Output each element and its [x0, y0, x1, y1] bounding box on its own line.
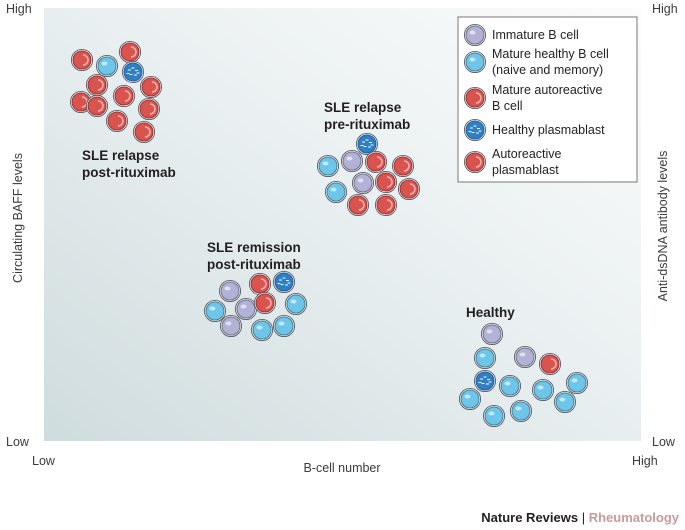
legend-icon-mature-healthy — [463, 50, 487, 74]
cell-immature-sle-remission-post-4 — [234, 297, 258, 321]
cell-mature-autoreactive-sle-relapse-pre-3 — [364, 150, 388, 174]
legend-icon-healthy-plasmablast — [463, 118, 487, 142]
cell-mature-healthy-sle-relapse-pre-1 — [316, 154, 340, 178]
right-axis-low: Low — [652, 435, 676, 449]
legend-icon-autoreactive-plasmablast — [463, 150, 487, 174]
cell-mature-healthy-healthy-1 — [473, 346, 497, 370]
cell-mature-autoreactive-sle-relapse-pre-7 — [374, 170, 398, 194]
cell-mature-autoreactive-sle-relapse-pre-8 — [397, 177, 421, 201]
cell-mature-healthy-healthy-11 — [509, 399, 533, 423]
left-axis-low: Low — [6, 435, 30, 449]
legend-icon-mature-autoreactive — [463, 86, 487, 110]
cell-mature-healthy-healthy-10 — [482, 404, 506, 428]
cell-mature-healthy-sle-remission-post-6 — [284, 292, 308, 316]
cluster-sle-remission-post — [203, 270, 308, 342]
cell-mature-autoreactive-sle-remission-post-5 — [253, 291, 277, 315]
legend-icon-immature — [463, 23, 487, 47]
cell-mature-healthy-healthy-7 — [565, 371, 589, 395]
cell-mature-autoreactive-sle-relapse-pre-10 — [374, 193, 398, 217]
cell-mature-healthy-healthy-5 — [498, 374, 522, 398]
right-axis-label: Anti-dsDNA antibody levels — [656, 151, 670, 302]
cell-mature-autoreactive-sle-remission-post-1 — [248, 272, 272, 296]
cluster-healthy — [458, 322, 589, 428]
cell-mature-autoreactive-sle-relapse-pre-4 — [391, 154, 415, 178]
cell-mature-autoreactive-sle-relapse-post-11 — [132, 120, 156, 144]
cell-mature-healthy-healthy-9 — [553, 390, 577, 414]
cell-mature-autoreactive-sle-relapse-pre-9 — [346, 193, 370, 217]
cell-healthy-plasmablast-sle-relapse-pre-0 — [355, 132, 379, 156]
legend-label-autoreactive-plasmablast: Autoreactive plasmablast — [492, 147, 565, 177]
cell-mature-autoreactive-sle-relapse-post-6 — [112, 84, 136, 108]
cell-mature-autoreactive-sle-relapse-post-4 — [85, 73, 109, 97]
right-axis-high: High — [652, 2, 678, 16]
cell-mature-healthy-healthy-6 — [531, 378, 555, 402]
credit-separator: | — [578, 510, 589, 525]
cell-mature-autoreactive-sle-relapse-post-5 — [139, 75, 163, 99]
cell-immature-sle-relapse-pre-2 — [340, 149, 364, 173]
group-label-healthy: Healthy — [466, 305, 515, 320]
cell-mature-autoreactive-sle-relapse-post-1 — [118, 40, 142, 64]
legend-label-mature-autoreactive: Mature autoreactive B cell — [492, 83, 606, 113]
cell-mature-healthy-sle-relapse-post-2 — [95, 54, 119, 78]
cell-immature-healthy-0 — [480, 322, 504, 346]
cell-mature-autoreactive-sle-relapse-post-10 — [105, 109, 129, 133]
cell-mature-autoreactive-healthy-3 — [538, 352, 562, 376]
cell-healthy-plasmablast-sle-relapse-post-3 — [121, 60, 145, 84]
x-axis-label: B-cell number — [303, 461, 380, 475]
cell-mature-healthy-sle-remission-post-8 — [250, 318, 274, 342]
left-axis-label: Circulating BAFF levels — [11, 153, 25, 283]
cell-immature-sle-relapse-pre-6 — [351, 171, 375, 195]
cell-healthy-plasmablast-sle-remission-post-2 — [272, 270, 296, 294]
cell-mature-autoreactive-sle-relapse-post-0 — [70, 48, 94, 72]
legend-label-immature: Immature B cell — [492, 28, 579, 42]
cell-mature-healthy-sle-relapse-pre-5 — [324, 180, 348, 204]
cell-immature-healthy-2 — [513, 345, 537, 369]
group-label-sle-relapse-post: SLE relapse post-rituximab — [82, 148, 176, 180]
legend-box — [457, 16, 638, 183]
credit-journal: Rheumatology — [589, 510, 680, 525]
legend: Immature B cell Mature healthy B cell (n… — [457, 16, 638, 183]
legend-label-healthy-plasmablast: Healthy plasmablast — [492, 123, 605, 137]
cell-immature-sle-remission-post-7 — [219, 314, 243, 338]
cluster-sle-relapse-pre — [316, 132, 421, 217]
cell-immature-sle-remission-post-0 — [218, 279, 242, 303]
x-axis-low: Low — [32, 454, 56, 468]
cell-mature-healthy-sle-remission-post-9 — [272, 314, 296, 338]
cell-mature-healthy-healthy-8 — [458, 387, 482, 411]
cell-clusters — [69, 40, 589, 428]
cluster-sle-relapse-post — [69, 40, 163, 144]
cell-healthy-plasmablast-healthy-4 — [473, 369, 497, 393]
cell-mature-healthy-sle-remission-post-3 — [203, 299, 227, 323]
journal-credit: Nature Reviews | Rheumatology — [481, 510, 679, 525]
left-axis-high: High — [6, 2, 32, 16]
credit-publisher: Nature Reviews — [481, 510, 578, 525]
cell-mature-autoreactive-sle-relapse-post-9 — [137, 97, 161, 121]
legend-label-mature-healthy: Mature healthy B cell (naive and memory) — [492, 47, 612, 77]
group-label-sle-remission-post: SLE remission post-rituximab — [207, 240, 305, 272]
cell-mature-autoreactive-sle-relapse-post-8 — [85, 94, 109, 118]
x-axis-high: High — [632, 454, 658, 468]
group-label-sle-relapse-pre: SLE relapse pre-rituximab — [324, 100, 410, 132]
